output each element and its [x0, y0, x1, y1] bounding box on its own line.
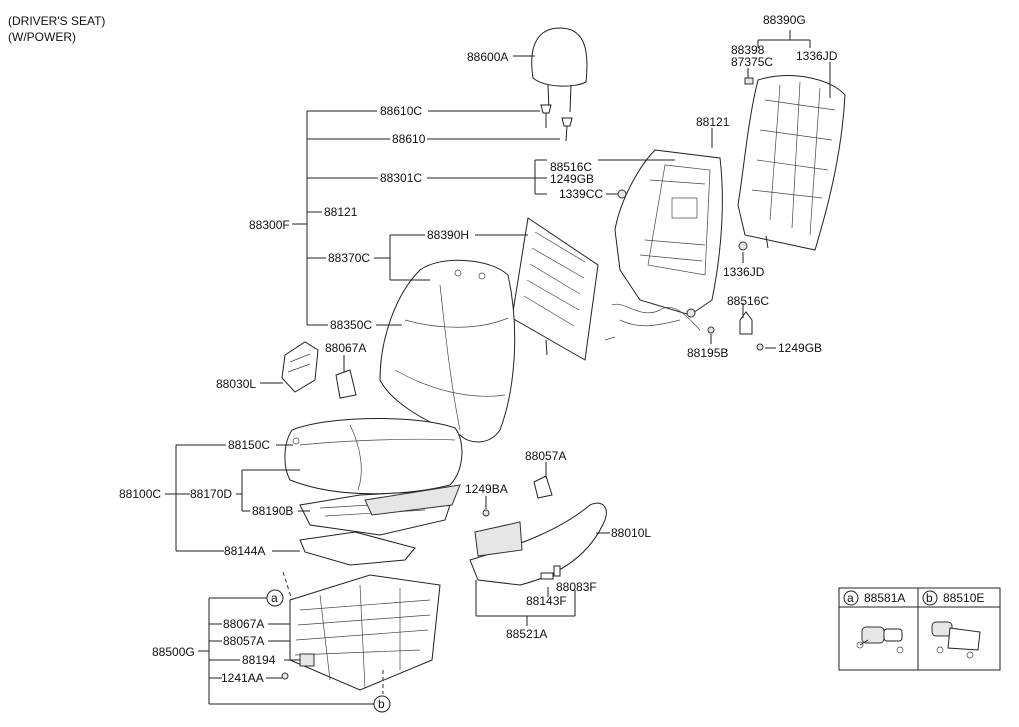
label-88170D: 88170D — [190, 487, 232, 501]
seat-cushion-drawing — [284, 418, 463, 495]
seat-back-frame-drawing — [604, 149, 723, 341]
svg-text:b: b — [378, 697, 385, 711]
svg-text:a: a — [271, 591, 278, 605]
bracket-right-drawing — [533, 475, 553, 499]
label-88121-left: 88121 — [324, 205, 358, 219]
label-1249GB-low: 1249GB — [778, 341, 822, 355]
header-with-power: (W/POWER) — [8, 30, 76, 44]
label-88600A: 88600A — [467, 50, 508, 64]
motor-a-drawing — [856, 626, 904, 654]
label-88121-top: 88121 — [696, 115, 730, 129]
back-cushion-drawing — [379, 259, 516, 443]
label-88195B: 88195B — [687, 346, 728, 360]
part-labels: 88390G 88398 87375C 1336JD 88600A 88610C… — [119, 13, 838, 685]
headrest-guide-drawing — [540, 104, 573, 142]
label-88350C: 88350C — [330, 318, 372, 332]
label-88067A-top: 88067A — [325, 341, 366, 355]
label-1249BA: 1249BA — [465, 482, 508, 496]
cushion-pad-drawing — [299, 531, 416, 566]
bracket-drawing — [335, 369, 357, 399]
label-88150C: 88150C — [228, 438, 270, 452]
label-1336JD-top: 1336JD — [796, 49, 838, 63]
legend-a-letter: a — [847, 591, 854, 605]
legend-a-part: 88581A — [864, 591, 905, 605]
callout-b: b — [373, 695, 391, 713]
label-88500G: 88500G — [152, 645, 195, 659]
label-88190B: 88190B — [252, 504, 293, 518]
label-88610: 88610 — [392, 132, 426, 146]
label-88390G: 88390G — [763, 13, 806, 27]
leader-lines — [165, 30, 831, 705]
label-88398: 88398 — [731, 43, 765, 57]
label-88516C-low: 88516C — [727, 294, 769, 308]
legend-b-part: 88510E — [943, 591, 984, 605]
label-88083F: 88083F — [556, 580, 597, 594]
label-88030L: 88030L — [216, 377, 256, 391]
label-88067A-low: 88067A — [223, 617, 264, 631]
label-88370C: 88370C — [328, 251, 370, 265]
side-cover-drawing — [469, 502, 607, 586]
label-88300F: 88300F — [249, 218, 290, 232]
label-88010L: 88010L — [611, 526, 651, 540]
switch-knob-drawing — [540, 565, 561, 580]
label-88521A: 88521A — [506, 627, 547, 641]
side-shield-drawing — [281, 341, 319, 393]
label-88144A: 88144A — [224, 544, 265, 558]
motor-drawing — [299, 653, 315, 667]
cushion-heater-drawing — [299, 484, 461, 536]
headrest-drawing — [531, 27, 588, 113]
label-88516C-top: 88516C — [550, 160, 592, 174]
label-1336JD-low: 1336JD — [723, 265, 765, 279]
label-1249GB-top: 1249GB — [550, 172, 594, 186]
label-88100C: 88100C — [119, 487, 161, 501]
seat-track-drawing — [282, 571, 441, 694]
motor-b-drawing — [931, 621, 981, 659]
label-88143F: 88143F — [526, 594, 567, 608]
label-88057A-low: 88057A — [223, 634, 264, 648]
label-1241AA: 1241AA — [221, 671, 264, 685]
seat-back-cover-drawing — [737, 75, 846, 251]
label-88301C: 88301C — [380, 171, 422, 185]
label-88610C: 88610C — [380, 104, 422, 118]
callout-a: a — [266, 589, 284, 607]
legend-box: a 88581A b 88510E — [838, 587, 1001, 671]
legend-b-letter: b — [926, 591, 933, 605]
label-88057A-top: 88057A — [525, 449, 566, 463]
label-1339CC: 1339CC — [559, 187, 603, 201]
label-88390H: 88390H — [427, 228, 469, 242]
label-87375C: 87375C — [731, 55, 773, 69]
back-heater-pad-drawing — [511, 217, 599, 361]
label-88194: 88194 — [242, 653, 276, 667]
header-drivers-seat: (DRIVER'S SEAT) — [8, 14, 105, 28]
